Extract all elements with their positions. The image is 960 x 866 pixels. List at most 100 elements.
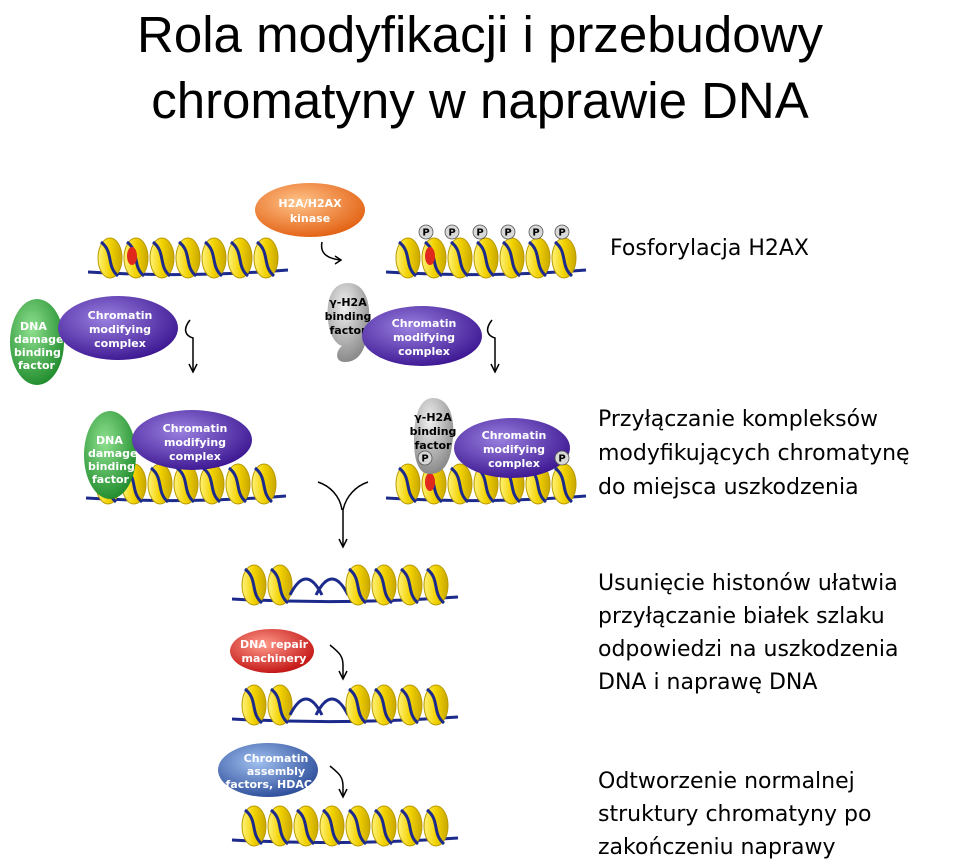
phospho-label: P: [532, 228, 539, 239]
phospho-circle: [472, 224, 488, 240]
cmc3-label-2: modifying: [164, 436, 226, 449]
caption-phosphorylation: Fosforylacja H2AX: [610, 236, 809, 261]
dna-repair-machinery: [230, 629, 314, 673]
dna-factor-label-4: factor: [18, 359, 56, 372]
repair-machinery-group: DNA repair machinery: [230, 629, 314, 673]
cmc2-label-1: Chromatin: [392, 317, 457, 330]
dna-wrap: [397, 240, 418, 278]
gh2a2-label-2: binding: [410, 425, 457, 438]
cmc3-label-1: Chromatin: [163, 422, 228, 435]
dna-damage-site: [425, 247, 435, 265]
kinase-group: H2A/H2AX kinase: [255, 183, 365, 237]
dna-wrap: [399, 687, 420, 725]
phospho-circle: [528, 224, 544, 240]
cmc4-label-1: Chromatin: [482, 429, 547, 442]
factors-row2-left: DNA damage binding factor Chromatin modi…: [10, 296, 178, 385]
phospho-marker: P: [500, 224, 516, 240]
fiber-row6: [231, 805, 459, 847]
chromatin-modifying-complex-bound-2: [454, 418, 570, 478]
phospho-marker: P: [554, 450, 570, 466]
dna-wrap: [527, 240, 548, 278]
caption-histone-removal: Usunięcie histonów ułatwia przyłączanie …: [598, 571, 899, 695]
arrow-row2-left: [184, 319, 194, 370]
dna-factor-label-2: damage: [14, 333, 64, 346]
dna-factor-label-3: binding: [14, 346, 61, 359]
dna-wrap: [243, 687, 264, 725]
cmc4-label-2: modifying: [483, 443, 545, 456]
dna-wrap: [373, 808, 394, 846]
arrow-repair-head: [338, 670, 348, 681]
arrow-merge-left: [317, 481, 343, 511]
dna-damage-binding-factor: [10, 299, 64, 385]
dna-wrap: [295, 808, 316, 846]
assembly-label-1: Chromatin: [244, 752, 309, 765]
dna-wrap: [269, 567, 290, 605]
phospho-label: P: [558, 454, 565, 465]
phospho-label: P: [422, 228, 429, 239]
phospho-circle: [417, 450, 433, 466]
dna-wrap: [475, 240, 496, 278]
dna-wrap: [201, 466, 222, 504]
repair-label-1: DNA repair: [240, 638, 309, 651]
phospho-marker: P: [554, 224, 570, 240]
dna-wrap: [149, 466, 170, 504]
dna-wrap: [399, 808, 420, 846]
dna-wrap: [553, 466, 574, 504]
dna-wrap: [227, 466, 248, 504]
dna-factor2-label-3: binding: [88, 460, 135, 473]
arrows: [184, 241, 500, 799]
phospho-label: P: [421, 454, 428, 465]
free-dna-loop: [314, 697, 350, 716]
arrow-kinase: [320, 241, 341, 261]
arrow-assembly-head: [338, 788, 348, 799]
cmc3-label-3: complex: [169, 450, 221, 463]
dna-wrap: [151, 240, 172, 278]
dna-wrap: [449, 240, 470, 278]
gh2a-label-1: γ-H2A: [329, 296, 367, 309]
dna-wrap: [99, 240, 120, 278]
dna-wrap: [255, 240, 276, 278]
dna-damage-binding-factor-bound: [84, 411, 136, 499]
arrow-merge-right: [342, 481, 369, 511]
dna-wrap: [425, 567, 446, 605]
cmc2-label-2: modifying: [393, 331, 455, 344]
caption-recruitment: Przyłączanie kompleksów modyfikujących c…: [598, 407, 910, 500]
cmc2-label-3: complex: [398, 345, 450, 358]
arrow-row2-left-head: [188, 363, 198, 374]
dna-wrap: [373, 687, 394, 725]
dna-factor2-label-2: damage: [88, 447, 138, 460]
dna-factor-label-1: DNA: [20, 320, 47, 333]
phospho-circle: [554, 224, 570, 240]
dna-wrap: [269, 808, 290, 846]
dna-wrap: [203, 240, 224, 278]
dna-wrap: [399, 567, 420, 605]
factors-row3-left: DNA damage binding factor Chromatin modi…: [84, 410, 252, 499]
cmc-label-1: Chromatin: [88, 309, 153, 322]
dna-wrap: [253, 466, 274, 504]
fiber-row1-left: [87, 237, 289, 279]
phospho-label: P: [504, 228, 511, 239]
phospho-circle: [418, 224, 434, 240]
dna-wrap: [425, 808, 446, 846]
dna-wrap: [425, 687, 446, 725]
dna-wrap: [177, 240, 198, 278]
phospho-circle: [444, 224, 460, 240]
dna-wrap: [269, 687, 290, 725]
chromatin-assembly-factors: [218, 743, 318, 797]
dna-damage-site: [127, 247, 137, 265]
factors-row3-right: γ-H2A binding factor Chromatin modifying…: [410, 398, 570, 478]
arrow-row2-right-head: [490, 363, 500, 374]
phospho-marker: P: [417, 450, 433, 466]
phospho-marker: P: [528, 224, 544, 240]
dna-wrap: [347, 567, 368, 605]
gh2a-label-2: binding: [325, 310, 372, 323]
gh2a-label-3: factor: [330, 324, 368, 337]
factors-row2-right: γ-H2A binding factor Chromatin modifying…: [325, 283, 482, 366]
cmc-label-2: modifying: [89, 323, 151, 336]
cmc-label-3: complex: [94, 337, 146, 350]
chromatin-modifying-complex: [58, 296, 178, 360]
fiber-row1-right: [385, 237, 587, 279]
dna-wrap: [175, 466, 196, 504]
